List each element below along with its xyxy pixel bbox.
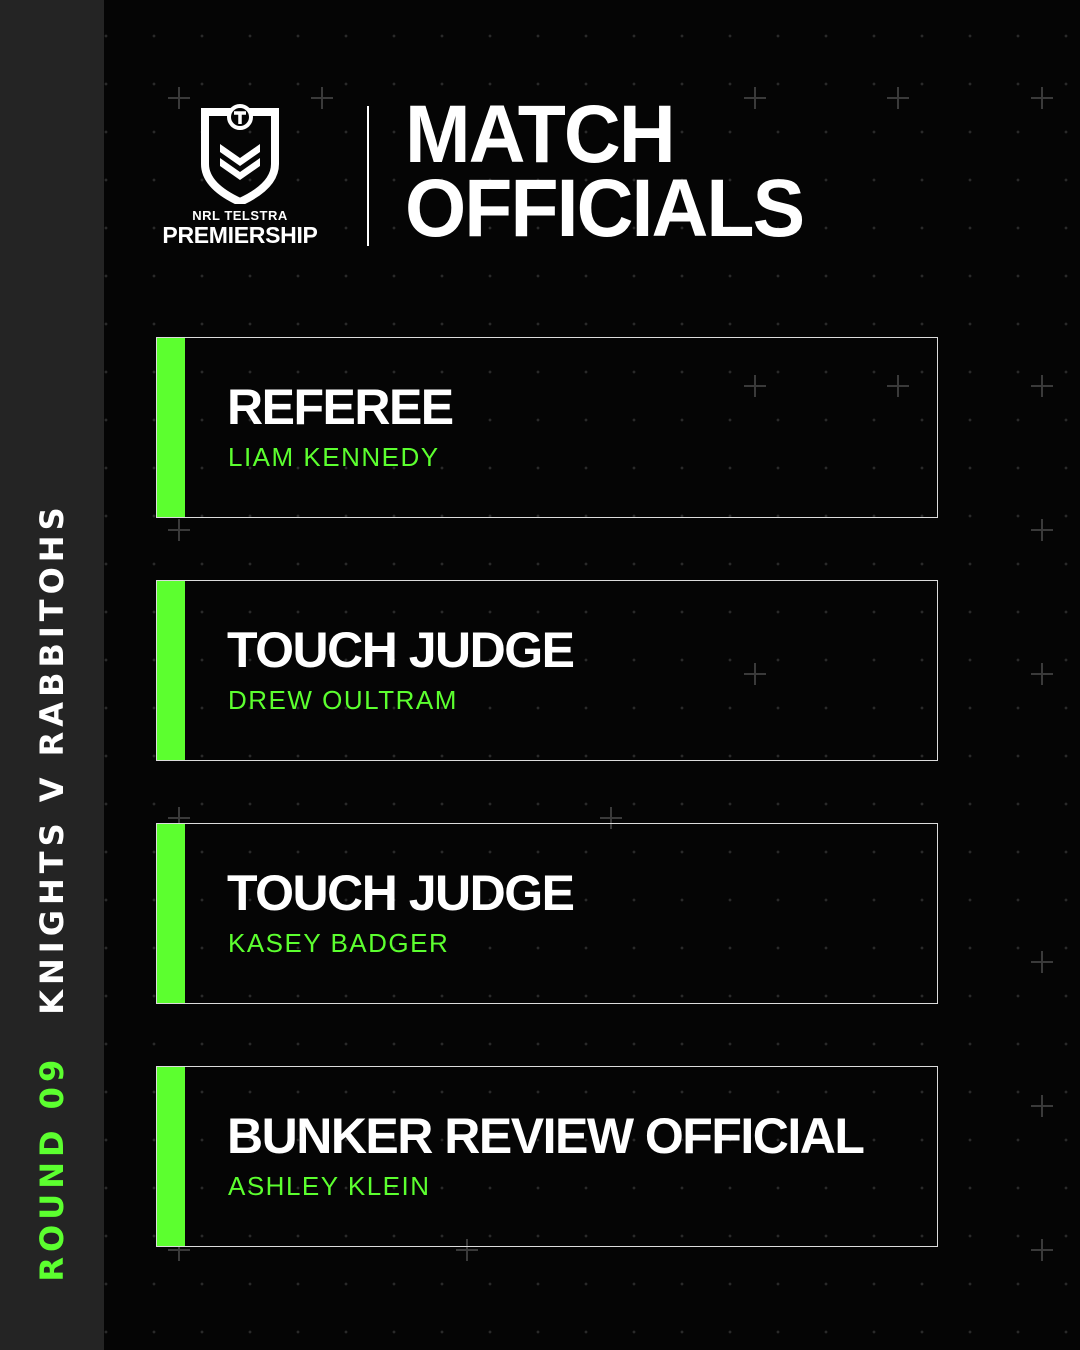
header-divider [367, 106, 369, 246]
logo-subtitle: NRL TELSTRA [192, 208, 288, 223]
cross-icon [600, 807, 622, 829]
official-card: TOUCH JUDGE DREW OULTRAM [156, 580, 938, 761]
official-role: TOUCH JUDGE [227, 865, 575, 921]
nrl-premiership-logo: NRL TELSTRA PREMIERSHIP [150, 104, 330, 254]
accent-bar [157, 581, 185, 760]
title-line-1: MATCH [405, 89, 676, 180]
official-card: REFEREE LIAM KENNEDY [156, 337, 938, 518]
official-role: BUNKER REVIEW OFFICIAL [227, 1108, 865, 1164]
official-card: BUNKER REVIEW OFFICIAL ASHLEY KLEIN [156, 1066, 938, 1247]
cross-icon [1031, 375, 1053, 397]
official-role: TOUCH JUDGE [227, 622, 575, 678]
cross-icon [1031, 87, 1053, 109]
accent-bar [157, 1067, 185, 1246]
sidebar-label: ROUND 09 KNIGHTS V RABBITOHS [33, 502, 71, 1281]
cross-icon [744, 375, 766, 397]
accent-bar [157, 338, 185, 517]
accent-bar [157, 824, 185, 1003]
cross-icon [168, 807, 190, 829]
cross-icon [168, 87, 190, 109]
title-line-2: OFFICIALS [405, 163, 805, 254]
background-dot-grid [104, 0, 1080, 1350]
cross-icon [1031, 1095, 1053, 1117]
cross-icon [744, 663, 766, 685]
round-label: ROUND 09 [33, 1054, 71, 1282]
cross-icon [1031, 519, 1053, 541]
cross-icon [744, 87, 766, 109]
cross-icon [887, 375, 909, 397]
cross-icon [1031, 1239, 1053, 1261]
official-name: ASHLEY KLEIN [228, 1171, 431, 1201]
cross-icon [1031, 663, 1053, 685]
official-name: LIAM KENNEDY [228, 442, 440, 472]
logo-wordmark: PREMIERSHIP [162, 222, 318, 248]
cross-icon [1031, 951, 1053, 973]
official-name: DREW OULTRAM [228, 685, 458, 715]
cross-icon [311, 87, 333, 109]
page-title: MATCH OFFICIALS [405, 89, 805, 254]
match-label: KNIGHTS V RABBITOHS [33, 502, 71, 1015]
official-role: REFEREE [227, 379, 454, 435]
cross-icon [168, 1239, 190, 1261]
cross-icon [456, 1239, 478, 1261]
nrl-shield-icon [201, 104, 279, 204]
sidebar: ROUND 09 KNIGHTS V RABBITOHS [0, 0, 104, 1350]
official-name: KASEY BADGER [228, 928, 450, 958]
official-card: TOUCH JUDGE KASEY BADGER [156, 823, 938, 1004]
cross-icon [887, 87, 909, 109]
cross-icon [168, 519, 190, 541]
